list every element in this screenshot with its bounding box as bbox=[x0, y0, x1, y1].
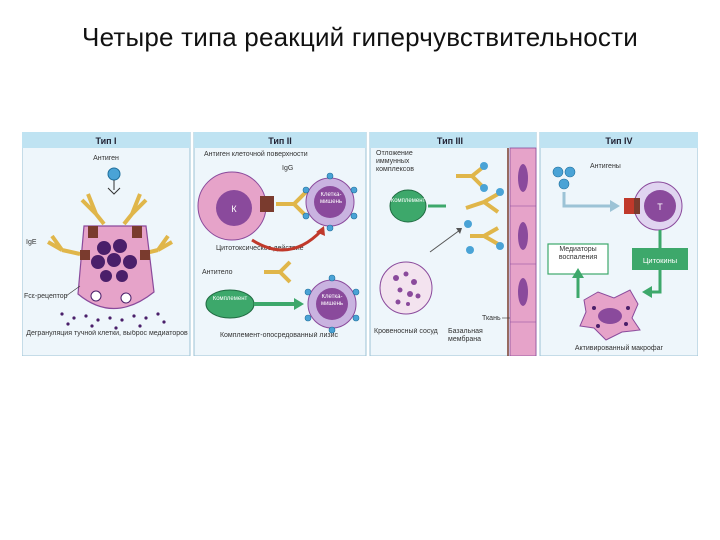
panel-3-header: Тип III bbox=[437, 136, 463, 146]
cytokines-box bbox=[632, 248, 688, 270]
panel-type-4: Тип IV Антигены Т Медиаторы воспаления Ц… bbox=[539, 131, 699, 357]
page-title: Четыре типа реакций гиперчувствительност… bbox=[82, 22, 638, 52]
label-k: К bbox=[231, 204, 237, 214]
tcr-receptor bbox=[624, 198, 634, 214]
label-cell-surface-antigen: Антиген клеточной поверхности bbox=[204, 151, 308, 158]
label-blood-vessel: Кровеносный сосуд bbox=[374, 328, 438, 335]
label-tissue: Ткань bbox=[482, 315, 501, 322]
fce-receptor-2 bbox=[132, 226, 142, 238]
granule bbox=[113, 239, 127, 253]
mediators-released bbox=[60, 312, 166, 330]
label-mediators: Медиаторы воспаления bbox=[558, 246, 598, 261]
complement-3 bbox=[389, 189, 427, 223]
neutrophil-granules bbox=[393, 271, 421, 306]
panel-2-header: Тип II bbox=[268, 136, 292, 146]
mast-cell bbox=[77, 225, 155, 310]
cytotoxic-arrow bbox=[251, 228, 324, 252]
macrophage-nucleus bbox=[598, 308, 622, 324]
immune-complexes bbox=[456, 162, 504, 254]
label-igg: IgG bbox=[282, 165, 293, 172]
ige-antibody-left bbox=[80, 193, 106, 226]
target-cell-1-nucleus bbox=[314, 186, 346, 218]
panel-type-2: Тип II Антиген клеточной поверхности К I… bbox=[193, 131, 367, 357]
ige-antibody-right bbox=[122, 193, 148, 226]
label-activated-macrophage: Активированный макрофаг bbox=[575, 344, 664, 352]
antigen-particle bbox=[107, 167, 121, 181]
target-cell-2-nucleus bbox=[316, 288, 348, 320]
macrophage-granules bbox=[592, 306, 630, 328]
t-cell-nucleus bbox=[644, 190, 676, 222]
granule bbox=[100, 270, 112, 282]
label-complement-lysis: Комплемент-опосредованный лизис bbox=[219, 332, 339, 339]
neutrophil bbox=[379, 261, 433, 315]
panel-type-1: Тип I Антиген IgE Fcε-рецептор bbox=[21, 131, 191, 357]
granule bbox=[123, 255, 137, 269]
granule bbox=[97, 241, 111, 255]
granule bbox=[116, 270, 128, 282]
k-cell-nucleus bbox=[216, 190, 252, 226]
fce-receptor-3 bbox=[80, 250, 90, 260]
label-cytokines: Цитокины bbox=[643, 256, 677, 265]
label-target-cell-2: Клетка-мишень bbox=[320, 294, 344, 307]
label-antigen: Антиген bbox=[93, 155, 119, 162]
label-ige: IgE bbox=[26, 239, 37, 246]
label-antibody: Антитело bbox=[202, 269, 233, 276]
label-complement: Комплемент bbox=[212, 296, 248, 302]
panel-1-header: Тип I bbox=[95, 136, 116, 146]
target-cell-1-antigens bbox=[302, 172, 358, 232]
fc-receptor bbox=[260, 196, 274, 212]
label-basement-membrane: Базальная мембрана bbox=[448, 328, 483, 343]
granule-released bbox=[120, 292, 132, 304]
panel-4-header: Тип IV bbox=[605, 136, 632, 146]
label-complement-3: Комплемент bbox=[390, 198, 426, 204]
hypersensitivity-figure: Тип I Антиген IgE Fcε-рецептор bbox=[21, 131, 699, 357]
vessel-wall bbox=[507, 147, 537, 357]
granule bbox=[91, 255, 105, 269]
label-target-cell: Клетка-мишень bbox=[319, 192, 343, 205]
antigens-4 bbox=[552, 166, 576, 190]
label-t: Т bbox=[657, 202, 663, 212]
granule-released bbox=[90, 290, 102, 302]
fce-receptor-1 bbox=[88, 226, 98, 238]
granule bbox=[107, 253, 121, 267]
ige-antibody-lower-left bbox=[47, 234, 81, 256]
label-cytotoxic-action: Цитотоксическое действие bbox=[216, 244, 304, 252]
label-antigens: Антигены bbox=[590, 163, 621, 170]
panel-type-3: Тип III Отложение иммунных комплексов Ко… bbox=[369, 131, 537, 357]
label-deposition: Отложение иммунных комплексов bbox=[376, 150, 414, 173]
antibody bbox=[264, 260, 292, 284]
fce-receptor-4 bbox=[140, 250, 150, 260]
label-degranulation: Дегрануляция тучной клетки, выброс медиа… bbox=[26, 330, 188, 337]
hypersensitivity-diagram: Тип I Антиген IgE Fcε-рецептор bbox=[21, 131, 699, 357]
target-cell-2-antigens bbox=[304, 274, 360, 334]
label-fce-receptor: Fcε-рецептор bbox=[24, 293, 68, 300]
